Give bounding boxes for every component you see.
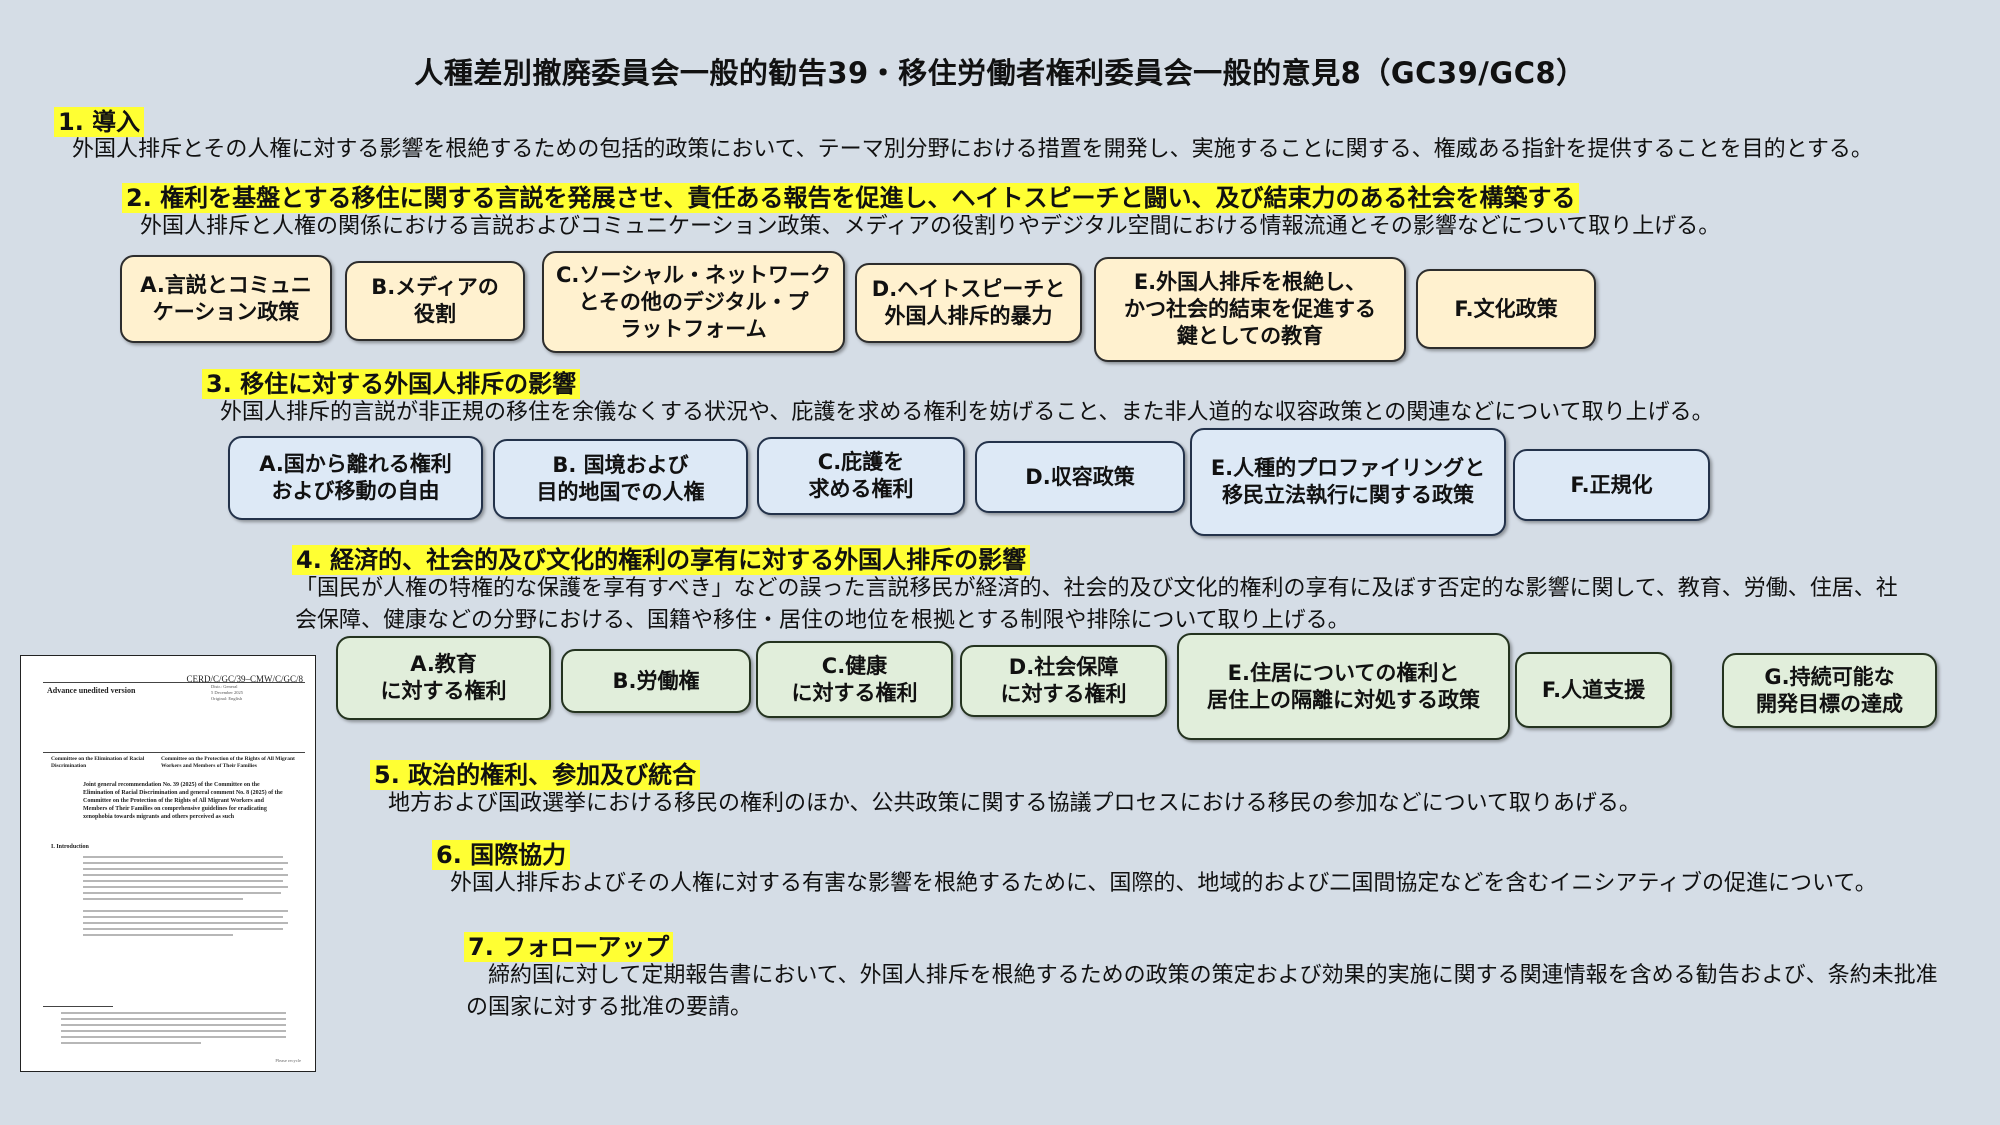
thumbnail-committee-left: Committee on the Elimination of Racial D… [51, 756, 145, 769]
section-6-body: 外国人排斥およびその人権に対する有害な影響を根絶するために、国際的、地域的および… [450, 871, 1877, 896]
thumbnail-footnote-line [61, 1030, 286, 1032]
document-thumbnail: CERD/C/GC/39–CMW/C/GC/8 Advance unedited… [20, 655, 316, 1072]
topic-box-4c: C.健康に対する権利 [756, 641, 953, 718]
thumbnail-footnote-line [61, 1018, 286, 1020]
topic-box-4e: E.住居についての権利と居住上の隔離に対処する政策 [1177, 633, 1510, 740]
section-7-heading: 7. フォローアップ [464, 932, 674, 962]
thumbnail-rule [43, 752, 305, 753]
section-1-heading: 1. 導入 [54, 107, 145, 137]
thumbnail-text-line [83, 922, 288, 924]
section-4-heading: 4. 経済的、社会的及び文化的権利の享有に対する外国人排斥の影響 [292, 545, 1031, 575]
thumbnail-text-line [83, 892, 281, 894]
topic-box-4d: D.社会保障に対する権利 [960, 645, 1167, 717]
section-6-heading: 6. 国際協力 [432, 840, 571, 870]
topic-box-3e: E.人種的プロファイリングと移民立法執行に関する政策 [1190, 428, 1506, 536]
section-3-body: 外国人排斥的言説が非正規の移住を余儀なくする状況や、庇護を求める権利を妨げること… [220, 400, 1714, 425]
topic-box-4g: G.持続可能な開発目標の達成 [1722, 653, 1937, 728]
thumbnail-meta: Distr.: General 5 December 2025 Original… [211, 684, 243, 701]
thumbnail-text-line [83, 898, 243, 900]
thumbnail-text-line [83, 868, 283, 870]
section-7-body: 締約国に対して定期報告書において、外国人排斥を根絶するための政策の策定および効果… [466, 963, 1938, 1020]
thumbnail-footnote-line [61, 1012, 286, 1014]
thumbnail-footnote-line [61, 1024, 286, 1026]
section-4-body: 「国民が人権の特権的な保護を享有すべき」などの誤った言説移民が経済的、社会的及び… [295, 576, 1898, 633]
section-5-body: 地方および国政選挙における移民の権利のほか、公共政策に関する協議プロセスにおける… [388, 791, 1641, 816]
topic-box-3f: F.正規化 [1513, 449, 1710, 521]
topic-box-3a: A.国から離れる権利および移動の自由 [228, 436, 483, 520]
thumbnail-text-line [83, 874, 288, 876]
thumbnail-symbol: CERD/C/GC/39–CMW/C/GC/8 [186, 674, 303, 684]
thumbnail-text-line [83, 934, 233, 936]
thumbnail-intro: I. Introduction [51, 844, 89, 850]
topic-box-3b: B. 国境および目的地国での人権 [493, 439, 748, 519]
thumbnail-rule [43, 682, 305, 683]
section-2-body: 外国人排斥と人権の関係における言説およびコミュニケーション政策、メディアの役割り… [140, 214, 1721, 239]
topic-box-3c: C.庇護を求める権利 [757, 437, 965, 515]
thumbnail-footnote-rule [43, 1006, 113, 1007]
topic-box-4a: A.教育に対する権利 [336, 636, 551, 720]
topic-box-3d: D.収容政策 [975, 441, 1185, 513]
thumbnail-text-line [83, 880, 283, 882]
thumbnail-text-line [83, 916, 283, 918]
thumbnail-heading: Joint general recommendation No. 39 (202… [83, 782, 283, 820]
thumbnail-text-line [83, 862, 288, 864]
topic-box-2b: B.メディアの役割 [345, 261, 525, 341]
thumbnail-text-line [83, 928, 283, 930]
thumbnail-committee-right: Committee on the Protection of the Right… [161, 756, 295, 769]
section-2-heading: 2. 権利を基盤とする移住に関する言説を発展させ、責任ある報告を促進し、ヘイトス… [122, 183, 1580, 213]
topic-box-4b: B.労働権 [561, 649, 751, 713]
topic-box-4f: F.人道支援 [1515, 652, 1672, 728]
section-5-heading: 5. 政治的権利、参加及び統合 [370, 760, 701, 790]
topic-box-2d: D.ヘイトスピーチと外国人排斥的暴力 [855, 263, 1082, 343]
thumbnail-recycle-note: Please recycle [275, 1058, 301, 1063]
thumbnail-text-line [83, 886, 288, 888]
topic-box-2c: C.ソーシャル・ネットワークとその他のデジタル・プラットフォーム [542, 251, 845, 353]
topic-box-2e: E.外国人排斥を根絶し、かつ社会的結束を促進する鍵としての教育 [1094, 257, 1406, 362]
page-title: 人種差別撤廃委員会一般的勧告39・移住労働者権利委員会一般的意見8（GC39/G… [414, 56, 1586, 90]
thumbnail-text-line [83, 910, 288, 912]
thumbnail-text-line [83, 856, 283, 858]
topic-box-2a: A.言説とコミュニケーション政策 [120, 255, 332, 343]
section-1-body: 外国人排斥とその人権に対する影響を根絶するための包括的政策において、テーマ別分野… [72, 137, 1873, 162]
thumbnail-footnote-line [61, 1042, 201, 1044]
thumbnail-version: Advance unedited version [47, 686, 136, 695]
thumbnail-footnote-line [61, 1036, 286, 1038]
section-3-heading: 3. 移住に対する外国人排斥の影響 [202, 369, 581, 399]
topic-box-2f: F.文化政策 [1416, 269, 1596, 349]
